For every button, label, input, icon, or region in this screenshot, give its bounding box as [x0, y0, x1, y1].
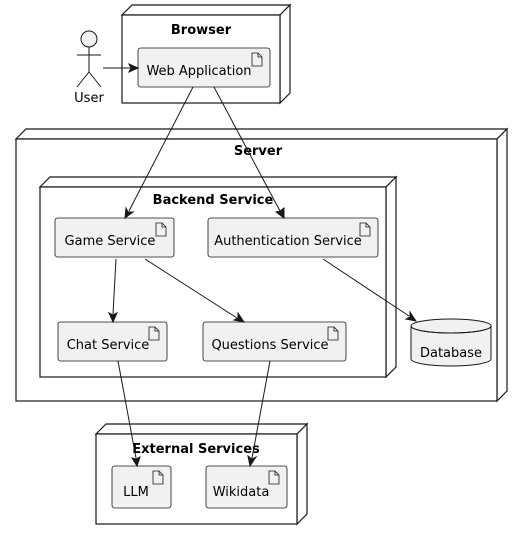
external-services-title: External Services: [132, 442, 260, 457]
game-service-label: Game Service: [65, 234, 156, 249]
artifact-icon: [152, 470, 164, 485]
artifact-web-application: Web Application: [137, 47, 271, 88]
llm-label: LLM: [123, 485, 149, 500]
edge-webapp-game: [128, 86, 194, 212]
artifact-chat-service: Chat Service: [57, 321, 168, 362]
connections: [103, 62, 418, 468]
edge-game-chat: [112, 258, 117, 315]
database: Database: [410, 318, 492, 367]
edge-auth-database: [322, 258, 410, 317]
server-title: Server: [234, 144, 283, 159]
edge-chat-llm: [117, 360, 137, 459]
artifact-icon: [359, 222, 371, 237]
user-actor: User: [74, 30, 104, 106]
edge-webapp-auth: [213, 86, 281, 212]
edge-game-questions: [144, 258, 238, 319]
user-label: User: [74, 91, 104, 106]
backend-service-title: Backend Service: [153, 193, 274, 208]
database-label: Database: [420, 346, 482, 361]
authentication-service-label: Authentication Service: [214, 234, 362, 249]
edge-questions-wikidata: [251, 360, 271, 459]
artifact-icon: [327, 326, 339, 341]
artifact-wikidata: Wikidata: [205, 465, 288, 509]
artifact-icon: [268, 470, 280, 485]
artifact-llm: LLM: [111, 465, 172, 509]
artifact-icon: [155, 222, 167, 237]
artifact-questions-service: Questions Service: [202, 321, 347, 362]
artifact-game-service: Game Service: [54, 217, 175, 258]
chat-service-label: Chat Service: [67, 338, 150, 353]
wikidata-label: Wikidata: [213, 485, 270, 500]
artifact-icon: [148, 326, 160, 341]
artifact-icon: [251, 52, 263, 67]
artifact-authentication-service: Authentication Service: [207, 217, 379, 258]
web-application-label: Web Application: [146, 64, 251, 79]
browser-title: Browser: [171, 23, 232, 38]
questions-service-label: Questions Service: [211, 338, 328, 353]
